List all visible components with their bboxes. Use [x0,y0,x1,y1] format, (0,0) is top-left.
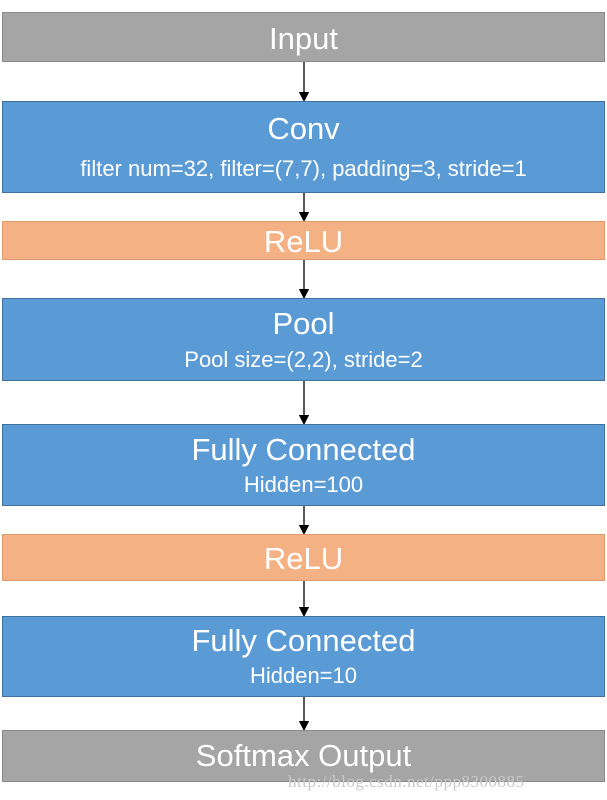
pool-block-title: Pool [272,306,335,341]
relu-block-1: ReLU [2,221,605,260]
conv-block-params: filter num=32, filter=(7,7), padding=3, … [80,156,527,181]
input-block-title: Input [269,21,338,56]
pool-block-params: Pool size=(2,2), stride=2 [184,347,423,372]
watermark-text: http://blog.csdn.net/ppp8300885 [288,772,525,791]
relu-block-2: ReLU [2,534,605,581]
relu-block-2-title: ReLU [263,541,344,576]
input-block: Input [2,12,605,62]
conv-block: Conv filter num=32, filter=(7,7), paddin… [2,101,605,193]
fully-connected-block-2: Fully Connected Hidden=10 [2,616,605,697]
relu-block-1-title: ReLU [263,224,344,259]
softmax-output-block-title: Softmax Output [195,738,412,773]
pool-block: Pool Pool size=(2,2), stride=2 [2,298,605,381]
fully-connected-block-1-params: Hidden=100 [243,472,364,497]
fully-connected-block-2-params: Hidden=10 [249,663,358,688]
softmax-output-block: Softmax Output [2,730,605,782]
fully-connected-block-1: Fully Connected Hidden=100 [2,424,605,506]
fully-connected-block-2-title: Fully Connected [191,623,416,658]
fully-connected-block-1-title: Fully Connected [191,432,416,467]
conv-block-title: Conv [267,111,340,146]
